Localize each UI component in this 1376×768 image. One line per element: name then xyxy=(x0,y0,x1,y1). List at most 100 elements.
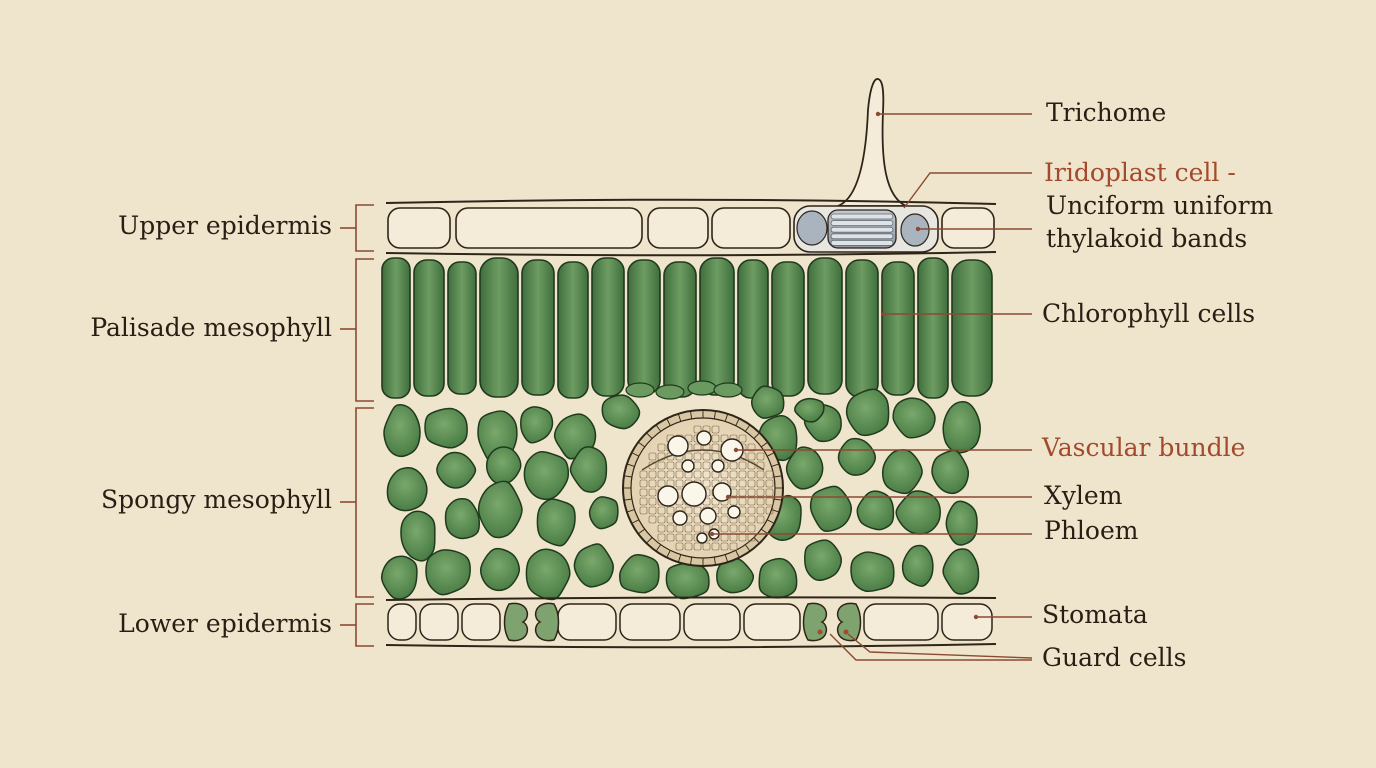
spongy-cell xyxy=(837,437,877,476)
leader-line xyxy=(903,172,1032,209)
palisade-cell xyxy=(479,257,519,398)
bundle-small-cell xyxy=(666,461,675,470)
bundle-small-cell xyxy=(657,524,666,533)
spongy-cell xyxy=(785,446,824,490)
sheath-cell-wall xyxy=(623,475,632,478)
sheath-cell-wall xyxy=(666,550,671,558)
bundle-small-cell xyxy=(693,524,702,533)
lower-epidermis-cell xyxy=(419,603,459,641)
label-upper-epidermis: Upper epidermis xyxy=(118,211,332,240)
bundle-small-cell xyxy=(711,542,720,551)
upper-epidermis-bottom-wall xyxy=(385,251,997,257)
bundle-small-cell xyxy=(657,461,666,470)
bundle-small-cell xyxy=(756,506,765,515)
bundle-small-cell xyxy=(666,524,675,533)
palisade-cell xyxy=(663,261,697,398)
lower-epidermis-cell xyxy=(461,603,501,641)
sheath-cell-wall xyxy=(626,509,635,513)
bundle-small-cell xyxy=(720,470,729,479)
palisade-cell xyxy=(557,261,589,399)
vascular-bundle xyxy=(622,409,784,567)
vessel-element xyxy=(699,507,717,525)
bundle-small-cell xyxy=(693,470,702,479)
bundle-small-cell xyxy=(747,452,756,461)
spongy-cell xyxy=(380,555,418,600)
bundle-small-cell xyxy=(666,533,675,542)
sheath-cell-wall xyxy=(623,498,632,501)
bundle-small-cell xyxy=(639,506,648,515)
guard-cell-left xyxy=(503,602,529,642)
sheath-cell-wall xyxy=(771,463,780,467)
leader-dot xyxy=(733,447,739,453)
bundle-small-cell xyxy=(729,524,738,533)
palisade-cell xyxy=(917,257,949,399)
vessel-element xyxy=(727,505,741,519)
label-iridoplast-detail-1: Unciform uniform xyxy=(1046,191,1274,220)
spongy-cell xyxy=(881,449,923,495)
guard-cell-left xyxy=(802,602,828,642)
trichome-body xyxy=(837,78,907,207)
bundle-small-cell xyxy=(711,425,720,434)
spongy-cell xyxy=(386,467,428,512)
bundle-small-cell xyxy=(756,497,765,506)
bundle-small-cell xyxy=(693,443,702,452)
bundle-small-cell xyxy=(738,461,747,470)
bundle-small-cell xyxy=(765,479,774,488)
bundle-small-cell xyxy=(729,497,738,506)
palisade-cell xyxy=(521,259,555,396)
bundle-small-cell xyxy=(765,497,774,506)
sheath-cell-wall xyxy=(753,432,760,439)
palisade-cell xyxy=(413,259,445,397)
xylem-phloem-boundary xyxy=(641,449,765,471)
thylakoid-band xyxy=(830,213,894,220)
bundle-small-cell xyxy=(756,488,765,497)
thylakoid-band xyxy=(830,226,894,233)
sheath-cell-wall xyxy=(760,528,768,535)
bundle-small-cell xyxy=(756,470,765,479)
palisade-small-cell xyxy=(713,382,743,398)
bundle-small-cell xyxy=(693,425,702,434)
spongy-cell xyxy=(794,397,825,423)
palisade-cell xyxy=(807,257,843,395)
label-xylem: Xylem xyxy=(1044,481,1123,510)
sheath-cell-wall xyxy=(735,550,740,558)
spongy-cell xyxy=(444,498,480,540)
xylem-vessel xyxy=(711,459,725,473)
bundle-small-cell xyxy=(648,479,657,488)
label-chlorophyll-cells: Chlorophyll cells xyxy=(1042,299,1256,328)
bundle-small-cell xyxy=(684,524,693,533)
spongy-cell xyxy=(931,449,970,495)
spongy-cell xyxy=(425,549,471,596)
bundle-small-cell xyxy=(693,542,702,551)
leader-dot xyxy=(973,614,979,620)
vessel-element xyxy=(696,532,708,544)
layer-brackets xyxy=(340,204,374,647)
palisade-small-cell xyxy=(655,384,685,400)
sheath-cell-wall xyxy=(631,519,640,524)
bundle-small-cell xyxy=(648,470,657,479)
upper-epidermis-cell xyxy=(711,207,791,249)
bundle-small-cell xyxy=(756,479,765,488)
label-phloem: Phloem xyxy=(1044,516,1139,545)
bundle-small-cell xyxy=(648,506,657,515)
spongy-cell xyxy=(601,394,641,430)
bundle-small-cell xyxy=(639,497,648,506)
spongy-cell xyxy=(809,485,853,532)
bundle-small-cell xyxy=(765,470,774,479)
palisade-cells xyxy=(381,257,993,400)
bundle-small-cell xyxy=(702,470,711,479)
label-iridoplast-cell: Iridoplast cell - xyxy=(1044,158,1236,187)
xylem-vessel xyxy=(681,459,695,473)
bundle-small-cell xyxy=(720,515,729,524)
bundle-small-cell xyxy=(639,470,648,479)
leader-dot xyxy=(875,111,881,117)
xylem-vessel xyxy=(667,435,689,457)
bundle-small-cell xyxy=(747,470,756,479)
iridoplast-right-organelle xyxy=(900,213,930,247)
bundle-small-cell xyxy=(657,443,666,452)
bundle-small-cell xyxy=(675,470,684,479)
upper-epidermis-cells xyxy=(385,198,997,257)
bundle-small-cell xyxy=(738,515,747,524)
